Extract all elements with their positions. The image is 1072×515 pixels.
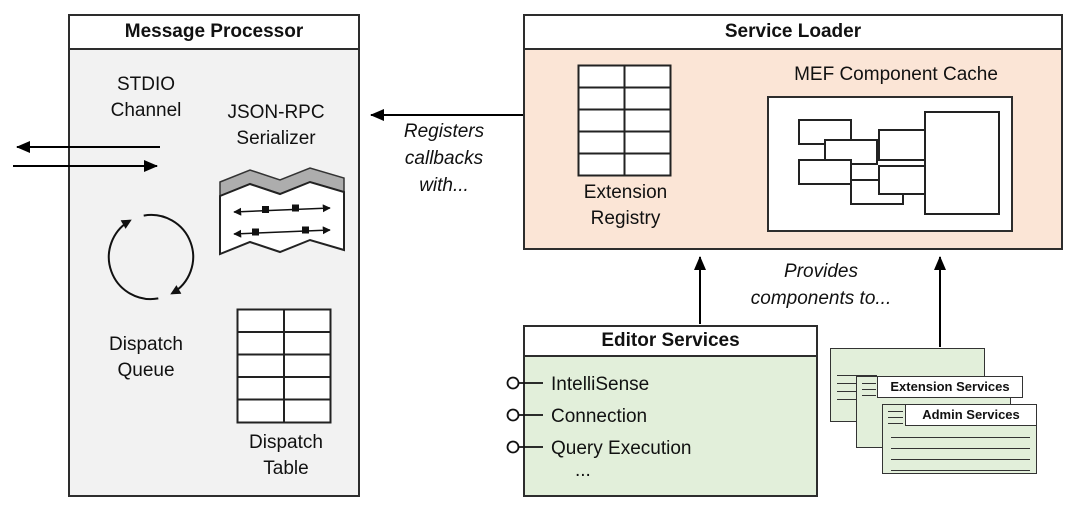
dispatch-table-label: Dispatch Table	[249, 432, 323, 479]
editor-service-connection: Connection	[551, 406, 648, 427]
card-text-line	[891, 470, 1030, 471]
extension-services-label: Extension Services	[877, 376, 1023, 398]
dispatch-table-icon	[236, 308, 332, 424]
admin-services-label: Admin Services	[905, 404, 1037, 426]
card-text-line	[862, 395, 876, 396]
editor-services-ellipsis: ...	[575, 460, 591, 481]
dispatch-queue-label: Dispatch Queue	[109, 334, 183, 381]
card-text-line	[888, 423, 903, 424]
card-text-line	[862, 389, 876, 390]
card-text-line	[862, 383, 876, 384]
editor-services-title: Editor Services	[525, 327, 816, 357]
service-card-admin-services: Admin Services	[882, 404, 1037, 474]
editor-service-intellisense: IntelliSense	[551, 374, 650, 395]
editor-service-query-execution: Query Execution	[551, 438, 692, 459]
service-loader-box: Service Loader Extension Registry MEF Co…	[523, 14, 1063, 250]
card-text-line	[888, 411, 903, 412]
json-rpc-serializer-label: JSON-RPC Serializer	[227, 102, 325, 149]
message-processor-title: Message Processor	[70, 16, 358, 50]
json-rpc-serializer-icon	[219, 167, 345, 256]
editor-services-box: Editor Services IntelliSense Connection …	[523, 325, 818, 497]
message-processor-box: Message Processor STDIO Channel JSON-RPC…	[68, 14, 360, 497]
registers-callbacks-label: Registers callbacks with...	[403, 121, 485, 196]
mef-components-icon	[798, 111, 1000, 215]
mef-component-cache-box	[767, 96, 1013, 232]
extension-registry-label: Extension Registry	[583, 182, 668, 229]
card-text-line	[888, 417, 903, 418]
card-text-line	[837, 375, 877, 376]
card-text-line	[891, 448, 1030, 449]
stdio-channel-label: STDIO Channel	[110, 74, 182, 121]
mef-component-cache-label: MEF Component Cache	[794, 64, 998, 85]
extension-registry-icon	[577, 64, 672, 177]
provides-components-label: Provides components to...	[750, 261, 892, 309]
card-text-line	[891, 437, 1030, 438]
service-loader-title: Service Loader	[525, 16, 1061, 50]
dispatch-queue-icon	[107, 213, 195, 301]
card-text-line	[891, 459, 1030, 460]
